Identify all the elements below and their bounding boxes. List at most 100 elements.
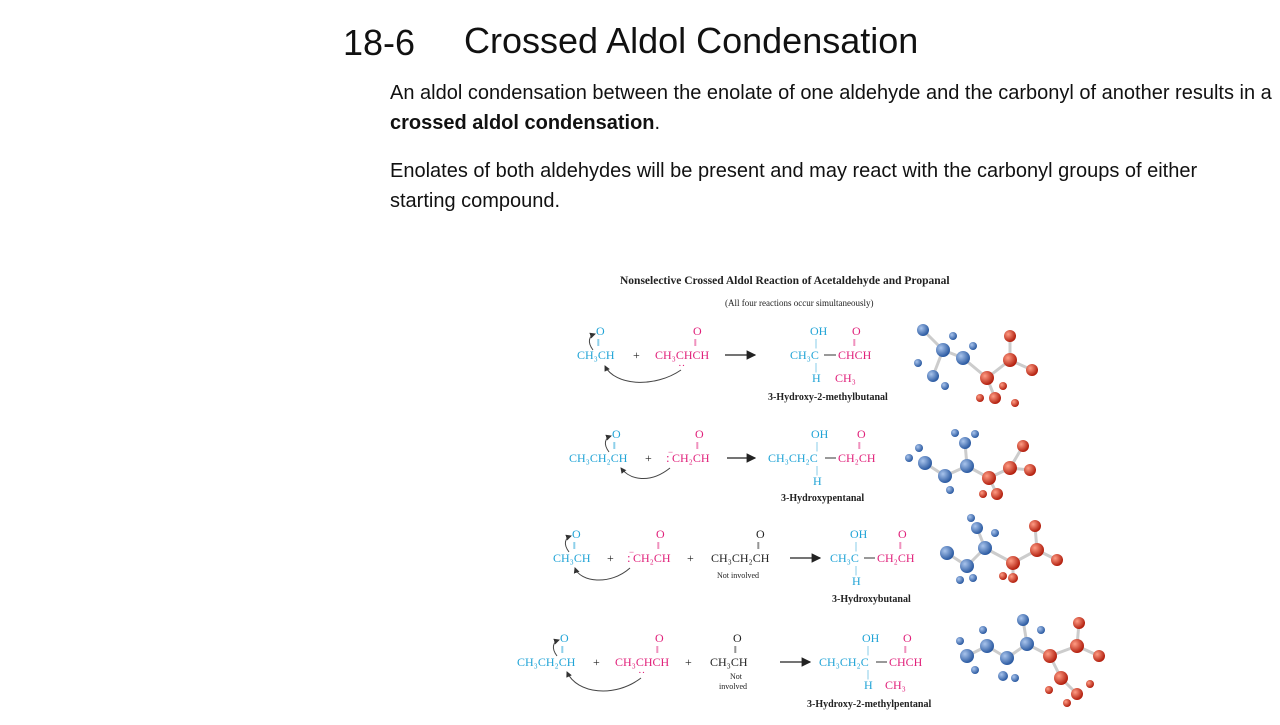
r3-atoms	[940, 514, 1063, 584]
r4-product-oxygen: O	[903, 631, 912, 645]
r1-oxygen-2: O	[693, 324, 702, 338]
r4-reactant-1: CH₃CH₂CH	[517, 655, 576, 669]
r1-lone-pair: ··	[678, 360, 685, 372]
r4-spectator: CH₃CH	[710, 655, 748, 669]
r2-oxygen-1: O	[612, 427, 621, 441]
r2-attack-arrow	[620, 467, 671, 479]
r1-product-methyl: CH₃	[835, 371, 856, 385]
r4-product-right: CHCH	[889, 655, 923, 669]
r3-product-carbonyl: ‖	[899, 541, 902, 552]
r2-product-oxygen: O	[857, 427, 866, 441]
r3-reactant-2: CH₂CH	[633, 551, 671, 565]
r3-spectator-oxygen: O	[756, 527, 765, 541]
r4-oxygen-1: O	[560, 631, 569, 645]
r1-double-bond-1: ‖	[597, 338, 600, 349]
reaction-2: O ‖ CH₃CH₂CH + − : O ‖ CH₂CH OH | CH₃CH₂…	[569, 427, 1036, 504]
r4-double-bond-1: ‖	[561, 645, 564, 656]
r3-plus-2: +	[687, 551, 694, 565]
r4-spectator-bond: ‖	[734, 645, 737, 656]
r2-product-carbonyl: ‖	[858, 441, 861, 452]
r4-atoms	[956, 614, 1105, 707]
r2-product-right: CH₂CH	[838, 451, 876, 465]
r4-product-left: CH₃CH₂C	[819, 655, 869, 669]
r4-double-bond-2: ‖	[656, 645, 659, 656]
r1-product-h: H	[812, 371, 821, 385]
r3-spectator: CH₃CH₂CH	[711, 551, 770, 565]
r4-product-bond-up: |	[867, 645, 869, 656]
r2-charge: −	[668, 447, 673, 457]
r3-charge: −	[629, 547, 634, 557]
r1-reactant-1: CH₃CH	[577, 348, 615, 362]
r1-product-name: 3-Hydroxy-2-methylbutanal	[768, 392, 888, 403]
r3-lone-pair: :	[627, 550, 631, 565]
r3-curl-arrow	[564, 534, 572, 553]
r2-oxygen-2: O	[695, 427, 704, 441]
reaction-1: O ‖ CH₃CH + O ‖ CH₃CHCH ·· OH | CH₃C CHC…	[577, 324, 1038, 407]
r2-lone-pair: :	[666, 450, 670, 465]
r3-product-left: CH₃C	[830, 551, 859, 565]
reaction-4: O ‖ CH₃CH₂CH + O ‖ CH₃CHCH ·· + O ‖ CH₃C…	[517, 614, 1105, 710]
reaction-diagram: Nonselective Crossed Aldol Reaction of A…	[517, 275, 1105, 710]
r3-plus: +	[607, 551, 614, 565]
r2-product-name: 3-Hydroxypentanal	[781, 493, 864, 504]
r4-plus: +	[593, 655, 600, 669]
r3-oxygen-1: O	[572, 527, 581, 541]
figure-title: Nonselective Crossed Aldol Reaction of A…	[620, 275, 950, 287]
r1-reactant-2: CH₃CHCH	[655, 348, 710, 362]
r4-plus-2: +	[685, 655, 692, 669]
r2-product-bond-down: |	[816, 465, 818, 476]
r3-spectator-note: Not involved	[717, 571, 759, 580]
r1-product-bond-down: |	[815, 362, 817, 373]
r2-product-oh: OH	[811, 427, 829, 441]
r3-product-bond-up: |	[855, 541, 857, 552]
r4-product-bond-down: |	[867, 669, 869, 680]
figure-subtitle: (All four reactions occur simultaneously…	[725, 298, 873, 308]
r2-atoms	[905, 429, 1036, 500]
r2-product-left: CH₃CH₂C	[768, 451, 818, 465]
r4-curl-arrow	[552, 638, 560, 657]
r4-product-oh: OH	[862, 631, 880, 645]
r1-product-oxygen: O	[852, 324, 861, 338]
r1-curl-arrow	[588, 332, 596, 351]
r4-product-h: H	[864, 678, 873, 692]
r4-product-carbonyl: ‖	[904, 645, 907, 656]
reaction-figure: Nonselective Crossed Aldol Reaction of A…	[505, 258, 1125, 720]
r4-spectator-note-2: involved	[719, 682, 747, 691]
r4-spectator-note-1: Not	[730, 672, 743, 681]
r3-attack-arrow	[573, 567, 631, 581]
intro-period: .	[654, 112, 661, 134]
r4-oxygen-2: O	[655, 631, 664, 645]
reaction-3: O ‖ CH₃CH + − : O ‖ CH₂CH + O ‖ CH₃CH₂CH…	[553, 514, 1063, 605]
enolate-paragraph: Enolates of both aldehydes will be prese…	[390, 160, 1198, 212]
r2-product-bond-up: |	[816, 441, 818, 452]
r1-product-right: CHCH	[838, 348, 872, 362]
r3-product-name: 3-Hydroxybutanal	[832, 594, 911, 605]
r1-plus: +	[633, 348, 640, 362]
r2-double-bond-2: ‖	[696, 441, 699, 452]
r2-plus: +	[645, 451, 652, 465]
r2-double-bond-1: ‖	[613, 441, 616, 452]
r1-atoms	[914, 324, 1038, 407]
r3-reactant-1: CH₃CH	[553, 551, 591, 565]
r3-product-h: H	[852, 574, 861, 588]
r2-reactant-2: CH₂CH	[672, 451, 710, 465]
r3-double-bond-1: ‖	[573, 541, 576, 552]
r1-product-carbonyl: ‖	[853, 338, 856, 349]
r1-product-left: CH₃C	[790, 348, 819, 362]
slide-number: 18-6	[343, 22, 416, 63]
intro-bold-term: crossed aldol condensation	[390, 112, 655, 134]
r2-reactant-1: CH₃CH₂CH	[569, 451, 628, 465]
intro-text: An aldol condensation between the enolat…	[390, 82, 1272, 104]
r3-product-bond-down: |	[855, 565, 857, 576]
r3-spectator-bond: ‖	[757, 541, 760, 552]
r1-attack-arrow	[604, 365, 682, 383]
slide-title: Crossed Aldol Condensation	[464, 20, 919, 61]
r3-product-right: CH₂CH	[877, 551, 915, 565]
r4-reactant-2: CH₃CHCH	[615, 655, 670, 669]
r4-product-methyl: CH₃	[885, 678, 906, 692]
r3-product-oh: OH	[850, 527, 868, 541]
r3-oxygen-2: O	[656, 527, 665, 541]
r1-double-bond-2: ‖	[694, 338, 697, 349]
r1-oxygen-1: O	[596, 324, 605, 338]
r1-product-oh: OH	[810, 324, 828, 338]
